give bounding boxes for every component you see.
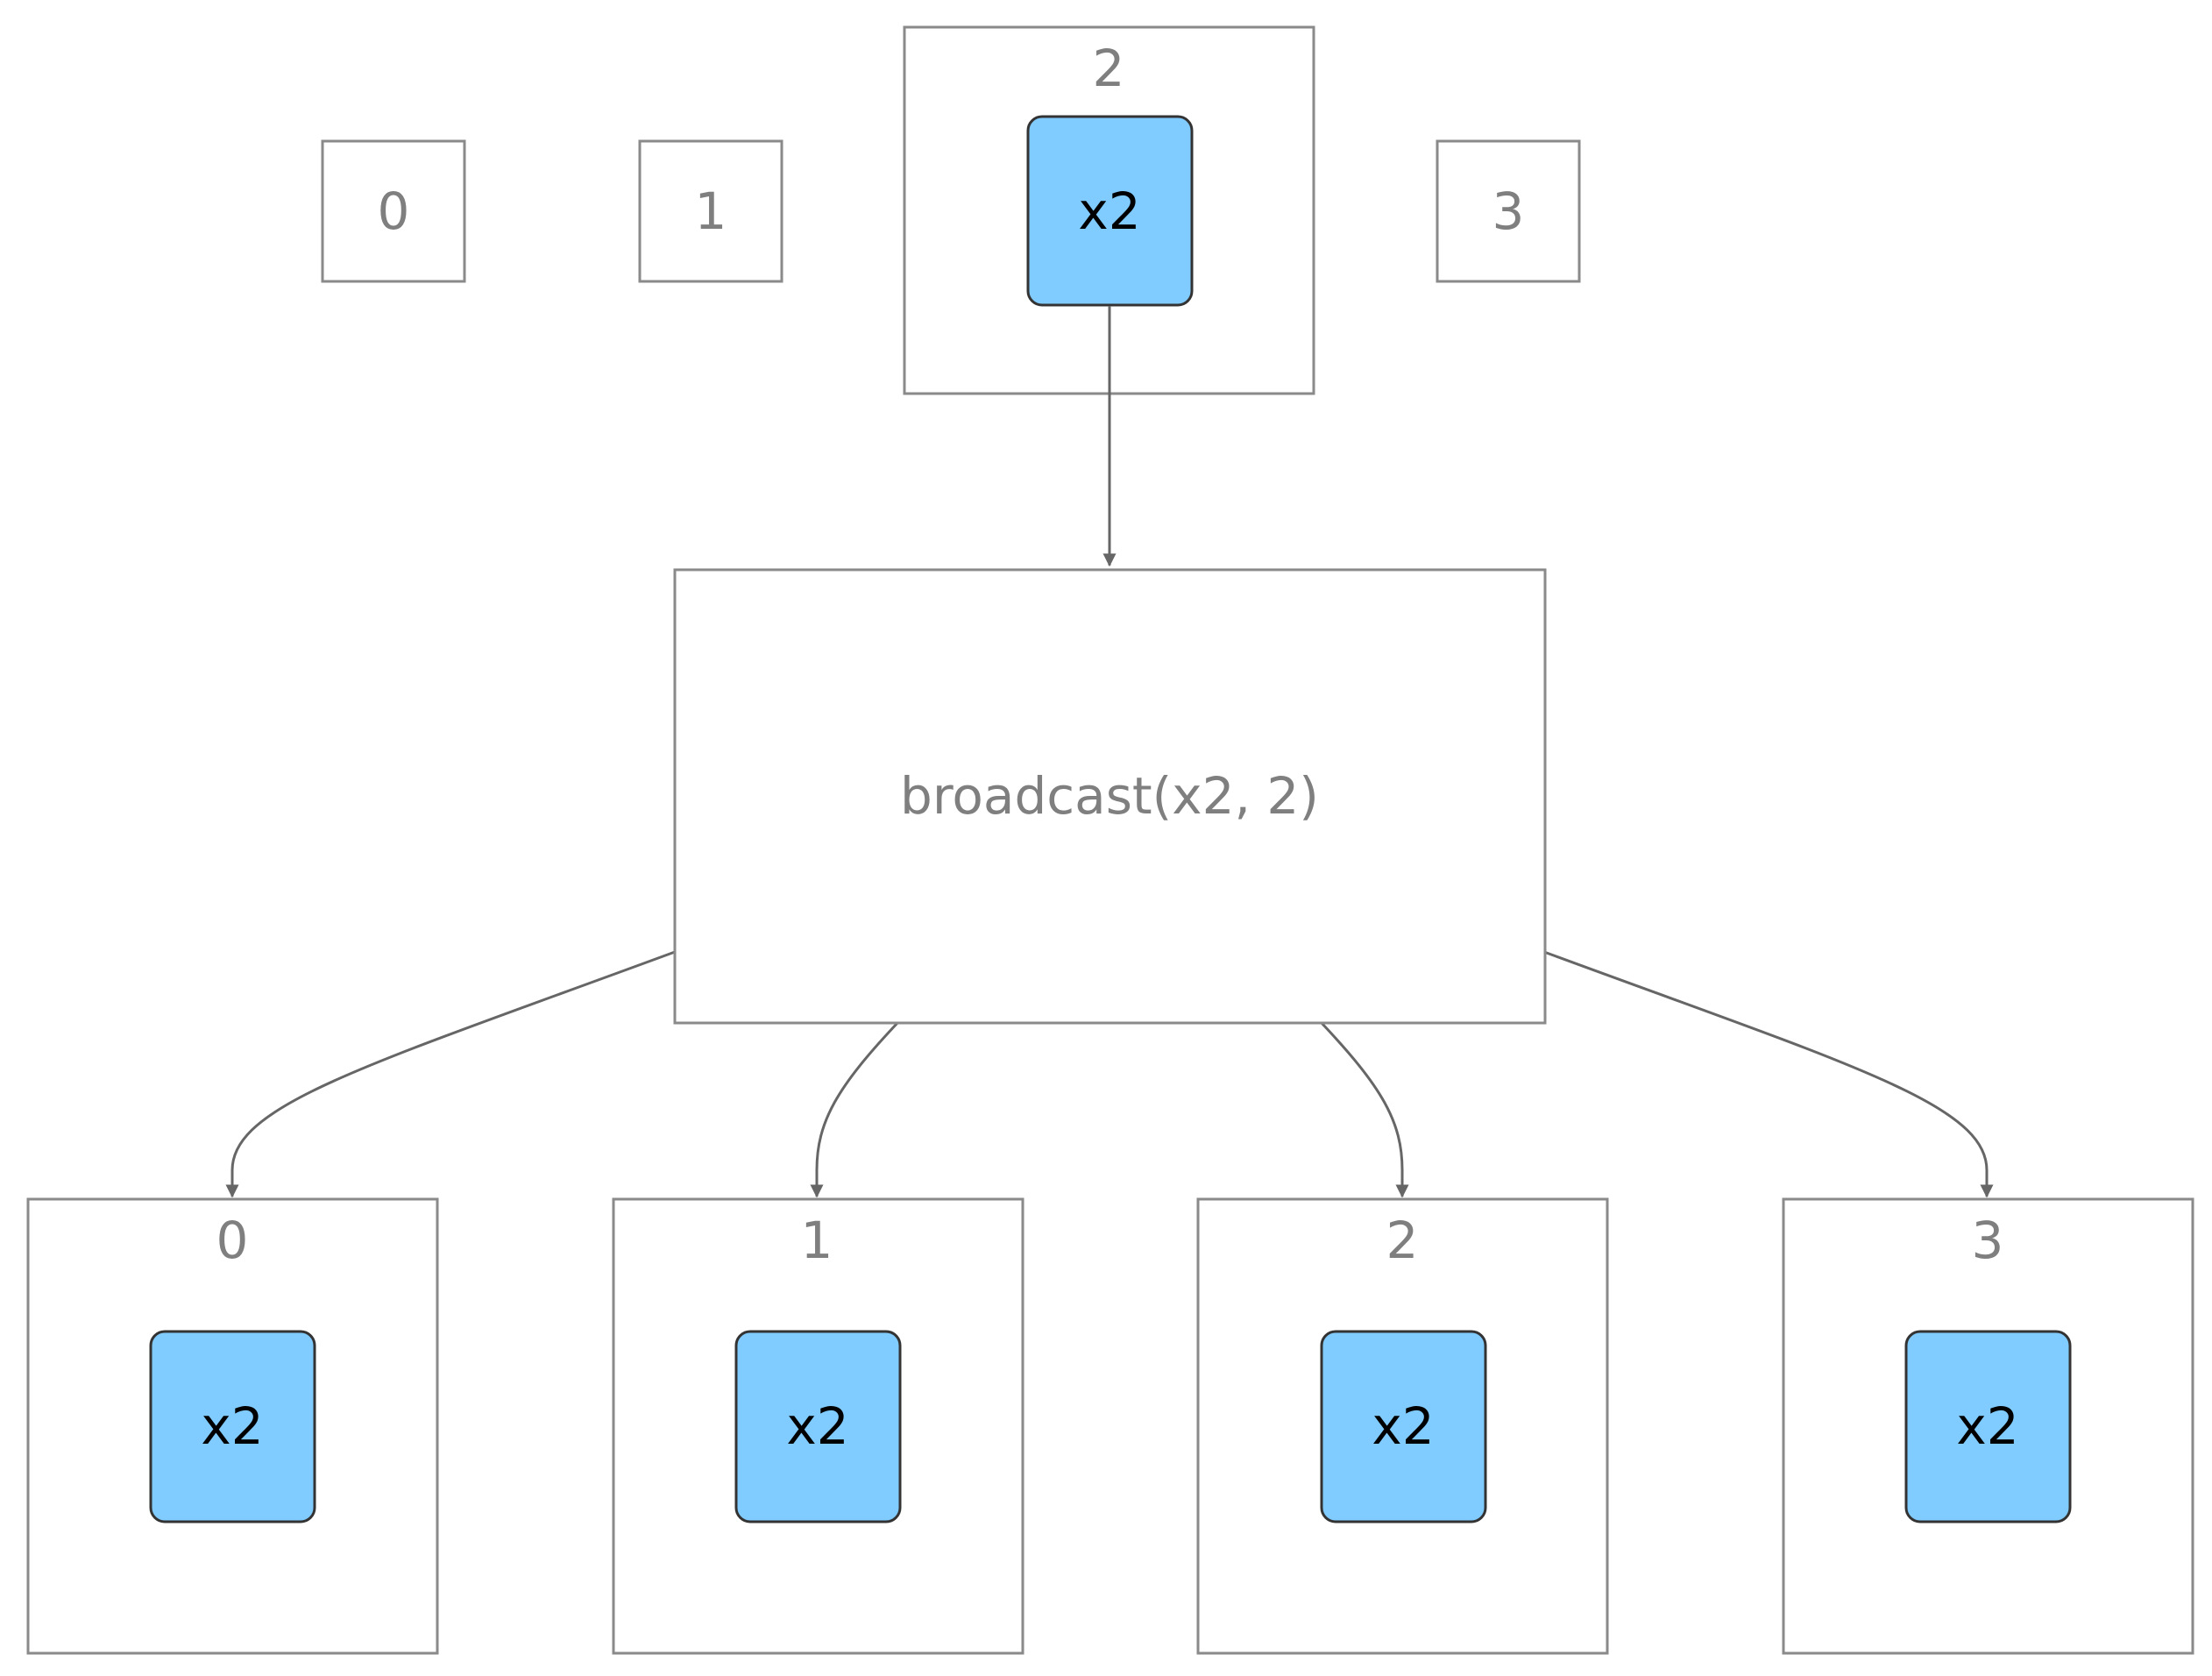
bottom-row: 0 x2 1 x2 2 x2 3 bbox=[26, 1197, 2194, 1655]
top-row: 0 1 2 x2 3 bbox=[321, 25, 1581, 395]
edge-broadcast-to-rank-2 bbox=[1319, 1020, 1409, 1198]
top-rank-2-tensor-label: x2 bbox=[1078, 181, 1140, 241]
bottom-rank-2: 2 x2 bbox=[1196, 1197, 1609, 1655]
broadcast-op: broadcast(x2, 2) bbox=[673, 568, 1547, 1025]
bottom-rank-0: 0 x2 bbox=[26, 1197, 439, 1655]
bottom-rank-0-tensor-label: x2 bbox=[201, 1396, 263, 1456]
top-rank-1: 1 bbox=[638, 139, 783, 283]
bottom-rank-1: 1 x2 bbox=[612, 1197, 1024, 1655]
bottom-rank-2-tensor: x2 bbox=[1320, 1330, 1487, 1523]
edge-broadcast-to-rank-1 bbox=[810, 1020, 900, 1198]
bottom-rank-0-tensor: x2 bbox=[149, 1330, 316, 1523]
top-rank-0-label: 0 bbox=[378, 181, 410, 241]
bottom-rank-3: 3 x2 bbox=[1782, 1197, 2194, 1655]
top-rank-2: 2 x2 bbox=[903, 25, 1315, 395]
top-rank-3-label: 3 bbox=[1492, 181, 1525, 241]
bottom-rank-1-label: 1 bbox=[801, 1211, 833, 1270]
edge-broadcast-to-rank-0 bbox=[225, 950, 676, 1198]
top-rank-1-label: 1 bbox=[695, 181, 727, 241]
bottom-rank-3-tensor: x2 bbox=[1904, 1330, 2072, 1523]
bottom-rank-3-label: 3 bbox=[1972, 1211, 2004, 1270]
bottom-rank-3-tensor-label: x2 bbox=[1956, 1396, 2018, 1456]
edges bbox=[225, 306, 1994, 1198]
broadcast-op-label: broadcast(x2, 2) bbox=[900, 766, 1319, 826]
top-rank-0: 0 bbox=[321, 139, 466, 283]
bottom-rank-1-tensor: x2 bbox=[734, 1330, 902, 1523]
bottom-rank-1-tensor-label: x2 bbox=[786, 1396, 848, 1456]
edge-broadcast-to-rank-3 bbox=[1543, 950, 1994, 1198]
bottom-rank-2-label: 2 bbox=[1386, 1211, 1419, 1270]
bottom-rank-2-tensor-label: x2 bbox=[1372, 1396, 1434, 1456]
bottom-rank-0-label: 0 bbox=[216, 1211, 249, 1270]
top-rank-3: 3 bbox=[1436, 139, 1581, 283]
top-rank-2-label: 2 bbox=[1093, 39, 1125, 98]
top-rank-2-tensor: x2 bbox=[1026, 115, 1194, 307]
